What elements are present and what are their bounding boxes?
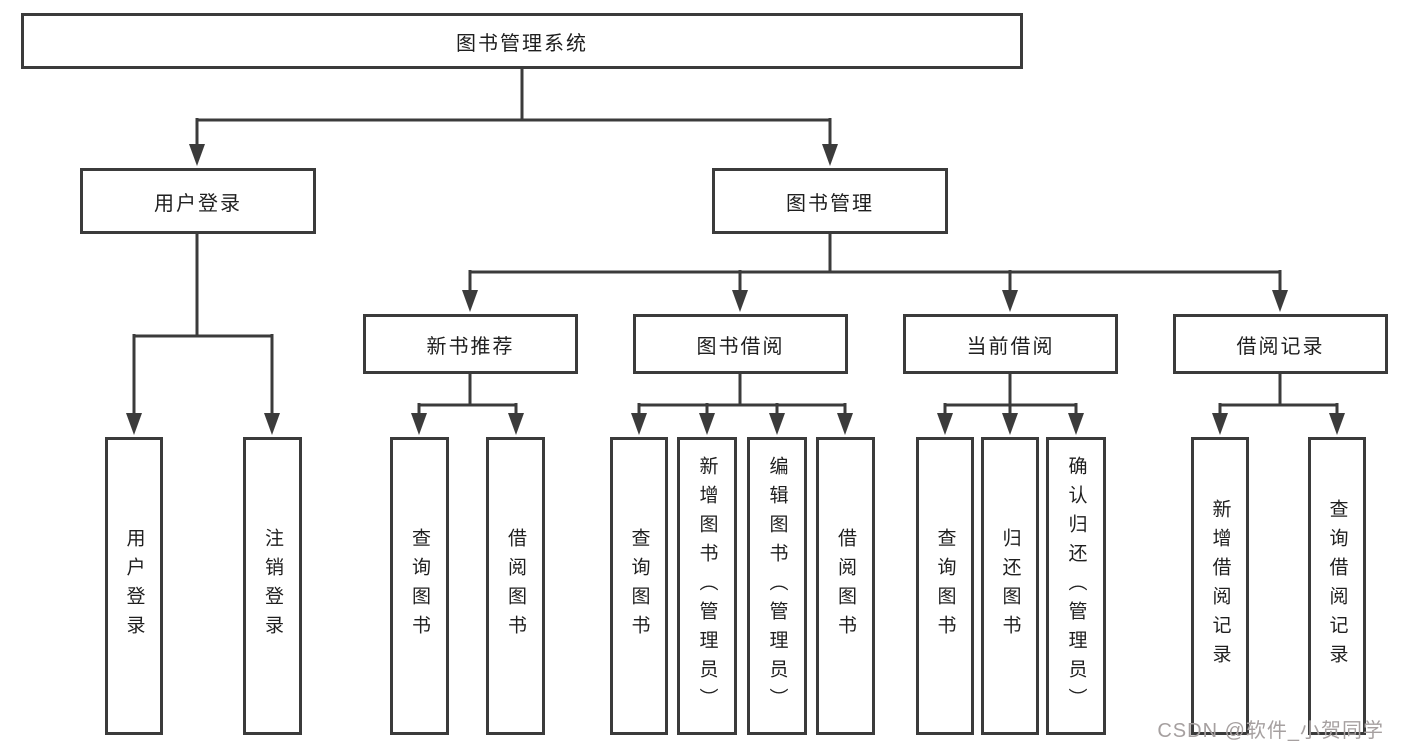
leaf-user-login: 用户登录 bbox=[105, 437, 163, 735]
leaf-borrow-add-admin-label: 新增图书（管理员） bbox=[696, 455, 718, 717]
node-new-book-recommend: 新书推荐 bbox=[363, 314, 578, 374]
node-book-borrow: 图书借阅 bbox=[633, 314, 848, 374]
leaf-current-return: 归还图书 bbox=[981, 437, 1039, 735]
leaf-borrow-query: 查询图书 bbox=[610, 437, 668, 735]
node-current-borrow: 当前借阅 bbox=[903, 314, 1118, 374]
leaf-newbooks-borrow: 借阅图书 bbox=[486, 437, 545, 735]
node-current-borrow-label: 当前借阅 bbox=[966, 335, 1055, 358]
node-book-borrow-label: 图书借阅 bbox=[696, 335, 785, 358]
leaf-newbooks-query: 查询图书 bbox=[390, 437, 449, 735]
node-user-login-label: 用户登录 bbox=[154, 192, 242, 215]
leaf-borrow-query-label: 查询图书 bbox=[628, 528, 650, 644]
node-user-login: 用户登录 bbox=[80, 168, 316, 234]
leaf-current-return-label: 归还图书 bbox=[999, 528, 1021, 644]
node-book-management: 图书管理 bbox=[712, 168, 948, 234]
leaf-borrow-book: 借阅图书 bbox=[816, 437, 875, 735]
node-root-label: 图书管理系统 bbox=[456, 32, 588, 55]
watermark: CSDN @软件_小贺同学 bbox=[1157, 720, 1384, 742]
leaf-records-add-label: 新增借阅记录 bbox=[1209, 499, 1231, 673]
leaf-current-confirm-admin-label: 确认归还（管理员） bbox=[1065, 455, 1087, 717]
leaf-logout: 注销登录 bbox=[243, 437, 302, 735]
leaf-current-query-label: 查询图书 bbox=[934, 528, 956, 644]
leaf-records-add: 新增借阅记录 bbox=[1191, 437, 1249, 735]
leaf-user-login-label: 用户登录 bbox=[123, 528, 145, 644]
leaf-borrow-edit-admin-label: 编辑图书（管理员） bbox=[766, 455, 788, 717]
leaf-records-query-label: 查询借阅记录 bbox=[1326, 499, 1348, 673]
leaf-newbooks-borrow-label: 借阅图书 bbox=[505, 528, 526, 644]
node-new-book-recommend-label: 新书推荐 bbox=[426, 335, 515, 358]
node-root: 图书管理系统 bbox=[21, 13, 1023, 69]
leaf-current-query: 查询图书 bbox=[916, 437, 974, 735]
leaf-records-query: 查询借阅记录 bbox=[1308, 437, 1366, 735]
leaf-borrow-edit-admin: 编辑图书（管理员） bbox=[747, 437, 807, 735]
node-borrow-records: 借阅记录 bbox=[1173, 314, 1388, 374]
leaf-newbooks-query-label: 查询图书 bbox=[409, 528, 430, 644]
leaf-borrow-add-admin: 新增图书（管理员） bbox=[677, 437, 737, 735]
leaf-borrow-book-label: 借阅图书 bbox=[835, 528, 856, 644]
leaf-current-confirm-admin: 确认归还（管理员） bbox=[1046, 437, 1106, 735]
leaf-logout-label: 注销登录 bbox=[262, 528, 283, 644]
node-book-management-label: 图书管理 bbox=[786, 192, 874, 215]
node-borrow-records-label: 借阅记录 bbox=[1236, 335, 1325, 358]
